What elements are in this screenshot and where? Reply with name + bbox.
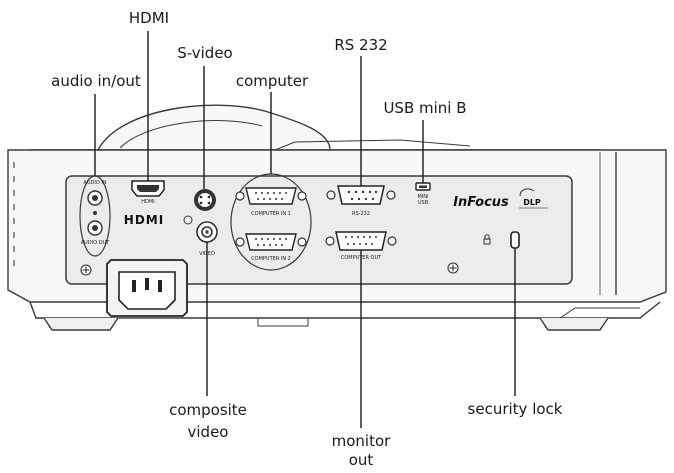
audio-in-label: AUDIO IN — [83, 180, 106, 186]
security-lock-slot — [510, 231, 520, 249]
rs232-panel-label: RS-232 — [352, 211, 370, 217]
mini-usb-port: MINI USB — [415, 182, 431, 206]
hdmi-small-label: HDMI — [141, 199, 154, 205]
s-video-callout: S-video — [177, 44, 233, 62]
computer-in-2-port: COMPUTER IN 2 — [235, 233, 307, 262]
computer-in-2-label: COMPUTER IN 2 — [251, 256, 291, 262]
usb-mini-b-callout: USB mini B — [383, 99, 467, 117]
mini-usb-label-2: USB — [418, 200, 429, 206]
mini-usb-label-1: MINI — [417, 194, 428, 200]
rs232-port: RS-232 — [326, 185, 396, 217]
audio-jacks: AUDIO IN AUDIO OUT — [79, 175, 111, 257]
brand-logo: InFocus — [453, 195, 509, 210]
audio-in-out-callout: audio in/out — [51, 72, 141, 90]
s-video-port — [183, 189, 216, 225]
computer-ports: COMPUTER IN 1 COMPUTER IN 2 — [230, 173, 312, 271]
monitor-out-callout-line2: out — [348, 451, 374, 469]
ac-power-inlet — [106, 259, 188, 317]
composite-video-callout-line2: video — [187, 423, 229, 441]
hdmi-port: HDMI HDMI — [124, 180, 165, 227]
monitor-out-callout: monitor out — [322, 432, 400, 470]
computer-callout: computer — [235, 72, 309, 90]
dlp-logo: DLP — [519, 188, 548, 209]
composite-video-callout-line1: composite — [169, 401, 247, 419]
lock-icon — [483, 234, 491, 245]
computer-in-1-port: COMPUTER IN 1 — [235, 187, 307, 217]
panel-screws — [80, 262, 459, 276]
audio-out-label: AUDIO OUT — [81, 240, 111, 246]
hdmi-callout: HDMI — [128, 9, 170, 27]
composite-video-callout: composite video — [162, 399, 254, 443]
dlp-label: DLP — [523, 198, 541, 207]
security-lock-callout: security lock — [467, 400, 563, 418]
leader-lines — [94, 31, 516, 428]
rs232-callout: RS 232 — [334, 36, 388, 54]
connector-panel: AUDIO IN AUDIO OUT HDMI HDMI VIDEO — [65, 173, 573, 285]
computer-in-1-label: COMPUTER IN 1 — [251, 211, 291, 217]
monitor-out-callout-line1: monitor — [331, 432, 391, 450]
hdmi-logo: HDMI — [124, 213, 164, 227]
